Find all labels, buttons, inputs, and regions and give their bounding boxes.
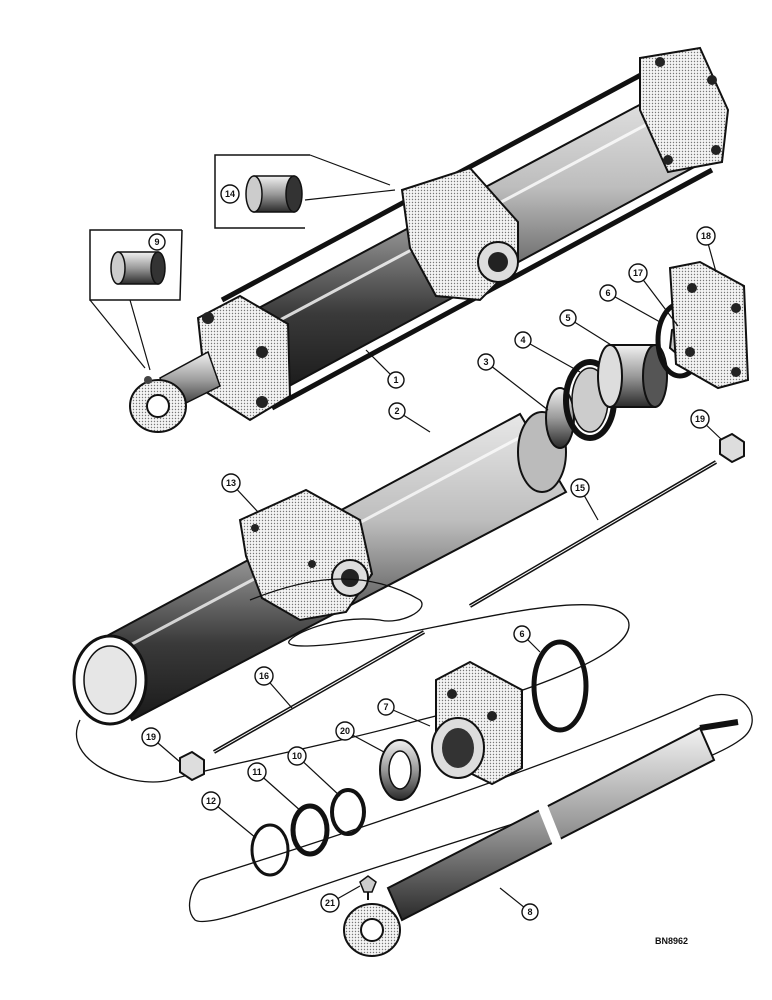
gland-20 — [379, 739, 421, 801]
svg-text:19: 19 — [146, 732, 156, 742]
piston-5 — [597, 344, 668, 408]
callout-3: 3 — [477, 353, 495, 371]
callout-12: 12 — [201, 791, 221, 811]
callout-18: 18 — [696, 226, 716, 246]
bushing-14-icon — [245, 175, 303, 213]
callout-20: 20 — [335, 721, 355, 741]
piston-rod — [343, 719, 739, 957]
callout-7: 7 — [377, 698, 395, 716]
svg-text:21: 21 — [325, 898, 335, 908]
callout-10: 10 — [287, 746, 307, 766]
callout-17: 17 — [628, 263, 648, 283]
svg-text:2: 2 — [394, 406, 399, 416]
callout-14: 14 — [220, 184, 240, 204]
svg-text:14: 14 — [225, 189, 235, 199]
callout-6-upper: 6 — [599, 284, 617, 302]
svg-text:18: 18 — [701, 231, 711, 241]
piston-seal-assembly — [545, 344, 668, 449]
svg-text:8: 8 — [527, 907, 532, 917]
callout-2: 2 — [388, 402, 406, 420]
svg-text:11: 11 — [252, 767, 262, 777]
svg-text:19: 19 — [695, 414, 705, 424]
callout-9: 9 — [148, 233, 166, 251]
svg-text:15: 15 — [575, 483, 585, 493]
svg-text:5: 5 — [565, 313, 570, 323]
nut-19-left — [179, 750, 205, 782]
rear-end-cap — [668, 260, 750, 390]
nut-19-right — [719, 432, 745, 464]
reference-code: BN8962 — [655, 936, 688, 946]
trunnion-mount — [238, 488, 374, 622]
assembled-rear-cap — [639, 46, 730, 174]
svg-text:1: 1 — [393, 375, 398, 385]
inset-bushing-9 — [89, 229, 183, 371]
svg-text:16: 16 — [259, 671, 269, 681]
callout-6-lower: 6 — [513, 625, 531, 643]
assembled-cylinder — [129, 46, 730, 433]
head-7 — [431, 660, 523, 786]
callout-19-right: 19 — [690, 409, 710, 429]
svg-text:13: 13 — [226, 478, 236, 488]
inset-bushing-14 — [214, 154, 396, 229]
o-ring-lower — [531, 639, 589, 733]
bushing-9-icon — [110, 251, 166, 285]
callout-1: 1 — [387, 371, 405, 389]
callout-21: 21 — [320, 893, 340, 913]
svg-text:12: 12 — [206, 796, 216, 806]
svg-text:17: 17 — [633, 268, 643, 278]
ring-11 — [290, 803, 330, 857]
ring-10 — [330, 788, 366, 836]
svg-text:4: 4 — [520, 335, 525, 345]
ring-12 — [250, 823, 290, 877]
svg-text:9: 9 — [154, 237, 159, 247]
callout-11: 11 — [247, 762, 267, 782]
grease-fitting-21 — [359, 875, 377, 900]
callout-5: 5 — [559, 309, 577, 327]
callout-4: 4 — [514, 331, 532, 349]
svg-text:7: 7 — [383, 702, 388, 712]
callout-8: 8 — [521, 903, 539, 921]
svg-text:6: 6 — [605, 288, 610, 298]
callout-15: 15 — [570, 478, 590, 498]
grouping-loop-upper — [76, 578, 630, 783]
svg-text:3: 3 — [483, 357, 488, 367]
callout-13: 13 — [221, 473, 241, 493]
svg-text:6: 6 — [519, 629, 524, 639]
callout-16: 16 — [254, 666, 274, 686]
callout-19-left: 19 — [141, 727, 161, 747]
svg-text:10: 10 — [292, 751, 302, 761]
svg-text:20: 20 — [340, 726, 350, 736]
